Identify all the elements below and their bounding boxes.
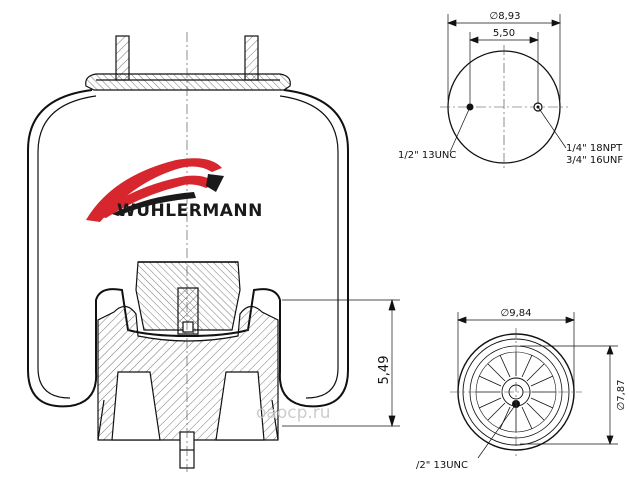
piston-height-dimension xyxy=(282,298,400,428)
bellows-outline xyxy=(27,89,349,408)
top-bead-plate xyxy=(85,73,291,91)
top-left-thread-label: 1/2" 13UNC xyxy=(398,150,456,161)
top-view: ∅8,93 5,50 1/2" 13UNC 1/4" 18NPT 3/4" 16… xyxy=(398,11,623,170)
piston-hollow-left xyxy=(111,371,161,441)
bottom-outer-diameter-label: ∅7,87 xyxy=(616,380,627,411)
wuhlermann-logo: WUHLERMANN xyxy=(86,158,263,222)
bottom-thread-label: /2" 13UNC xyxy=(416,460,468,471)
top-right-thread-label-2: 3/4" 16UNF xyxy=(566,155,623,166)
side-section-view xyxy=(27,35,349,469)
logo-swoosh-dark-2 xyxy=(206,174,224,192)
logo-swoosh-red-2 xyxy=(96,175,216,218)
piston-height-label: 5,49 xyxy=(377,356,392,385)
top-right-thread-label-1: 1/4" 18NPT xyxy=(566,143,623,154)
bottom-diameter-label: ∅9,84 xyxy=(501,308,532,319)
watermark-text: oaocр.ru xyxy=(256,403,331,423)
piston-hollow-right xyxy=(215,371,265,441)
logo-swoosh-dark xyxy=(112,192,196,216)
top-bolt-spacing-label: 5,50 xyxy=(493,28,515,39)
bottom-view: ∅9,84 ∅7,87 /2" 13UNC xyxy=(416,308,627,471)
brand-name: WUHLERMANN xyxy=(117,201,263,221)
watermark: oaocр.ru xyxy=(256,403,331,423)
top-outer-diameter-label: ∅8,93 xyxy=(490,11,521,22)
